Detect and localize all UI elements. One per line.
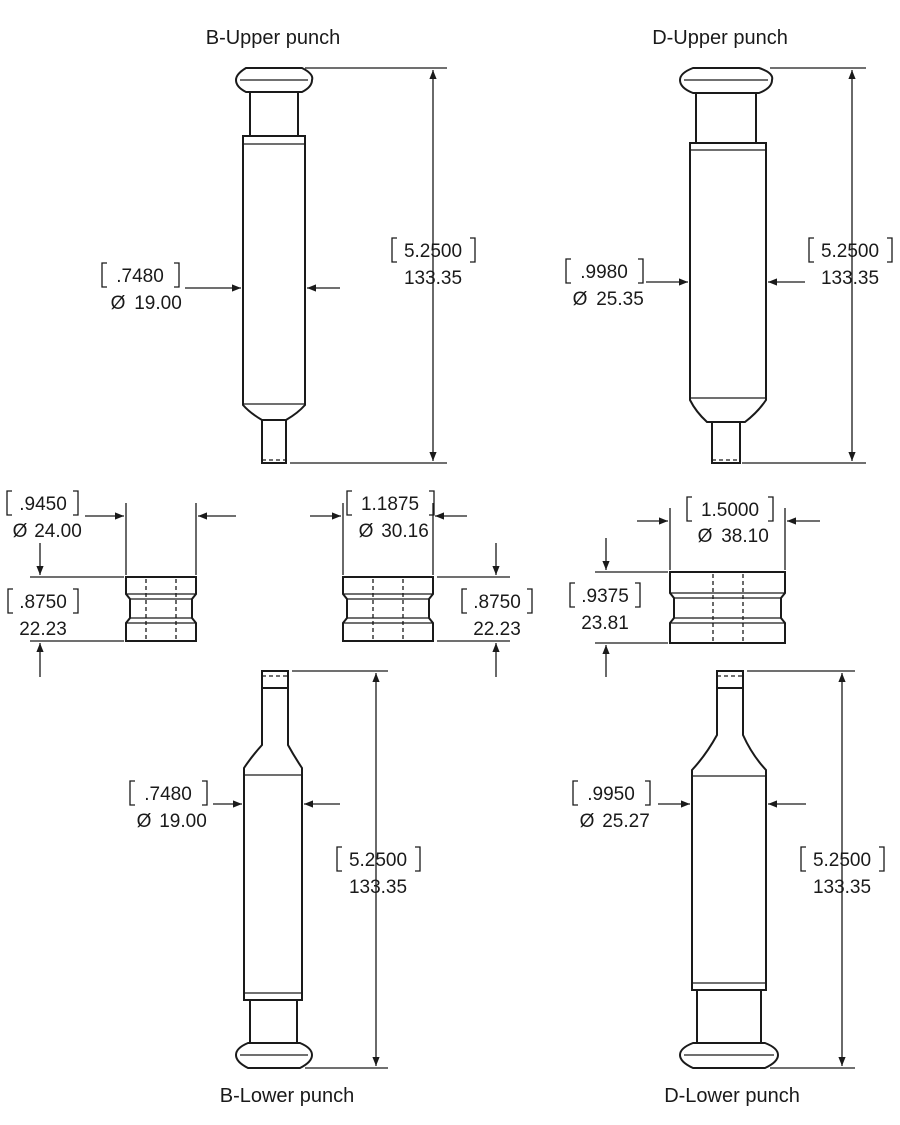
die-d-diameter-symbol: Ø xyxy=(698,526,713,547)
die-b-diameter-inch: .9450 xyxy=(19,494,67,515)
b-upper-punch-title: B-Upper punch xyxy=(206,27,341,49)
b-lower-length-inch: 5.2500 xyxy=(349,850,407,871)
die-b-height-inch: .8750 xyxy=(19,592,67,613)
d-upper-diameter-mm: 25.35 xyxy=(596,289,644,310)
die-b-diameter-symbol: Ø xyxy=(13,521,28,542)
die-b-large-diameter-mm: 30.16 xyxy=(381,521,429,542)
b-lower-punch xyxy=(234,670,314,1069)
b-upper-punch xyxy=(234,67,314,464)
die-b-large-diameter-inch: 1.1875 xyxy=(361,494,419,515)
d-lower-diameter-mm: 25.27 xyxy=(602,811,650,832)
b-upper-diameter-mm: 19.00 xyxy=(134,293,182,314)
d-upper-length-inch: 5.2500 xyxy=(821,241,879,262)
die-d-height-inch: .9375 xyxy=(581,586,629,607)
b-lower-diameter-inch: .7480 xyxy=(144,784,192,805)
d-upper-punch xyxy=(678,67,774,464)
die-d-diameter-mm: 38.10 xyxy=(721,526,769,547)
d-lower-diameter-symbol: Ø xyxy=(580,811,595,832)
die-d-height-mm: 23.81 xyxy=(581,613,629,634)
b-upper-length-inch: 5.2500 xyxy=(404,241,462,262)
die-b-height-mm: 22.23 xyxy=(19,619,67,640)
die-d xyxy=(669,571,786,644)
d-upper-diameter-inch: .9980 xyxy=(580,262,628,283)
d-lower-punch xyxy=(678,670,780,1069)
d-upper-length-mm: 133.35 xyxy=(821,268,879,289)
d-upper-punch-title: D-Upper punch xyxy=(652,27,788,49)
b-lower-length-mm: 133.35 xyxy=(349,877,407,898)
die-b-small xyxy=(125,576,197,642)
die-b-large-diameter-symbol: Ø xyxy=(359,521,374,542)
die-b-diameter-mm: 24.00 xyxy=(34,521,82,542)
die-d-diameter-inch: 1.5000 xyxy=(701,500,759,521)
die-b-large xyxy=(342,576,434,642)
die-b-large-height-inch: .8750 xyxy=(473,592,521,613)
b-upper-diameter-symbol: Ø xyxy=(111,293,126,314)
b-lower-punch-title: B-Lower punch xyxy=(220,1085,355,1107)
d-lower-punch-title: D-Lower punch xyxy=(664,1085,800,1107)
b-lower-diameter-mm: 19.00 xyxy=(159,811,207,832)
d-upper-diameter-symbol: Ø xyxy=(573,289,588,310)
d-lower-diameter-inch: .9950 xyxy=(587,784,635,805)
die-b-large-height-mm: 22.23 xyxy=(473,619,521,640)
b-upper-diameter-inch: .7480 xyxy=(116,266,164,287)
b-upper-length-mm: 133.35 xyxy=(404,268,462,289)
d-lower-length-inch: 5.2500 xyxy=(813,850,871,871)
d-lower-length-mm: 133.35 xyxy=(813,877,871,898)
b-lower-diameter-symbol: Ø xyxy=(137,811,152,832)
